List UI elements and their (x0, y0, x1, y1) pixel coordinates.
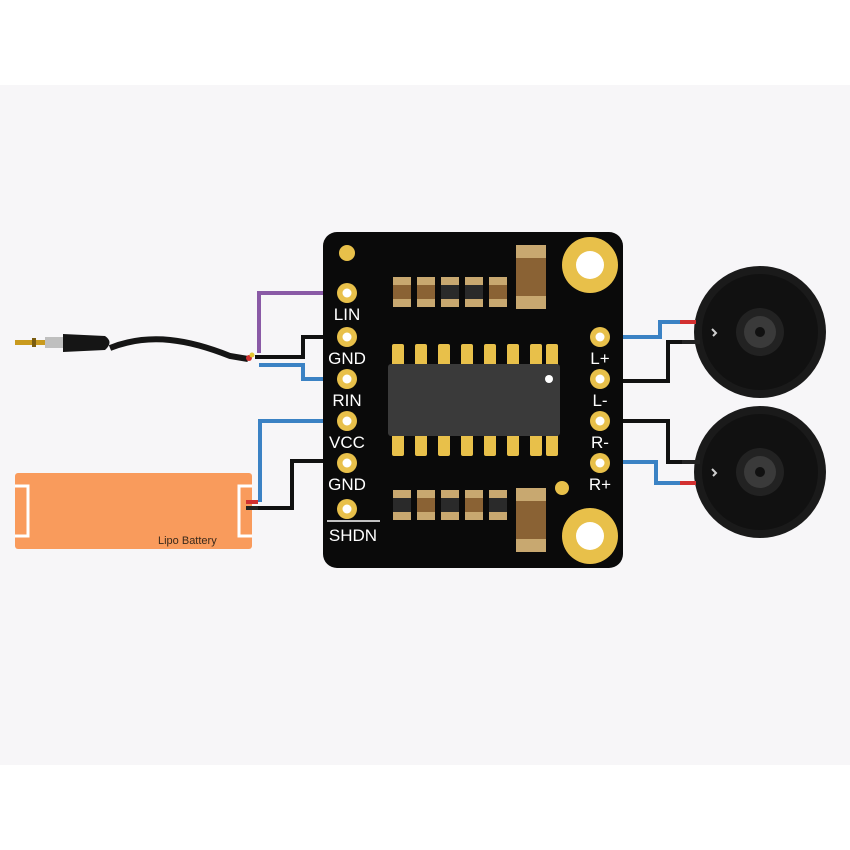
pin-label-gnd-1: GND (328, 349, 366, 368)
smd-row-top (393, 277, 507, 307)
battery-end-notch-right (237, 484, 252, 538)
audio-wire-end-yellow (249, 352, 255, 358)
audio-jack (15, 334, 255, 362)
audio-cable (108, 336, 249, 362)
pin-label-lin: LIN (334, 305, 360, 324)
capacitor-bottom (516, 488, 546, 552)
left-pin-header: LIN GND RIN VCC GND SHDN (327, 283, 380, 545)
pin-label-l-minus: L- (592, 391, 607, 410)
ic-legs-top (392, 344, 558, 366)
speaker-left (680, 266, 826, 398)
smd-row-bottom (393, 490, 507, 520)
wire-l-plus-blue (600, 320, 680, 339)
via-top-left (339, 245, 355, 261)
speaker-right (680, 406, 826, 538)
wire-r-plus-blue (600, 460, 680, 485)
battery-body (15, 473, 252, 549)
jack-plug-sleeve (45, 337, 63, 348)
battery-wire-black (246, 506, 258, 510)
pin-label-r-plus: R+ (589, 475, 611, 494)
mounting-hole-bottom (562, 508, 618, 564)
pad-gnd-1 (337, 327, 357, 347)
battery-label: Lipo Battery (158, 535, 217, 547)
amplifier-board: LIN GND RIN VCC GND SHDN L+ L- (323, 232, 623, 568)
pad-r-minus (590, 411, 610, 431)
jack-plug-tip (15, 340, 45, 345)
pad-shdn (337, 499, 357, 519)
pad-l-plus (590, 327, 610, 347)
ic-chip-pa (388, 344, 560, 456)
pin-label-l-plus: L+ (590, 349, 609, 368)
pad-rin (337, 369, 357, 389)
pin-label-r-minus: R- (591, 433, 609, 452)
pin-label-vcc: VCC (329, 433, 365, 452)
battery-end-notch-left (15, 484, 30, 538)
battery-wire-red (246, 500, 258, 504)
pad-vcc (337, 411, 357, 431)
ic-pin1-dot (545, 375, 553, 383)
ic-body (388, 364, 560, 436)
pad-r-plus (590, 453, 610, 473)
wire-lin-purple (257, 291, 347, 353)
pad-lin (337, 283, 357, 303)
pad-gnd-2 (337, 453, 357, 473)
via-bottom-right (555, 481, 569, 495)
wire-gnd-black-battery (255, 459, 347, 510)
pin-label-shdn: SHDN (329, 526, 377, 545)
ic-legs-bottom (392, 434, 558, 456)
lipo-battery: Lipo Battery (15, 473, 258, 549)
capacitor-top (516, 245, 546, 309)
pad-l-minus (590, 369, 610, 389)
right-pin-header: L+ L- R- R+ (589, 327, 611, 494)
mounting-hole-top (562, 237, 618, 293)
jack-plug-ring (32, 338, 36, 347)
pin-label-gnd-2: GND (328, 475, 366, 494)
wire-vcc-blue (258, 419, 347, 502)
pin-label-rin: RIN (332, 391, 361, 410)
jack-plug-housing (63, 334, 110, 352)
